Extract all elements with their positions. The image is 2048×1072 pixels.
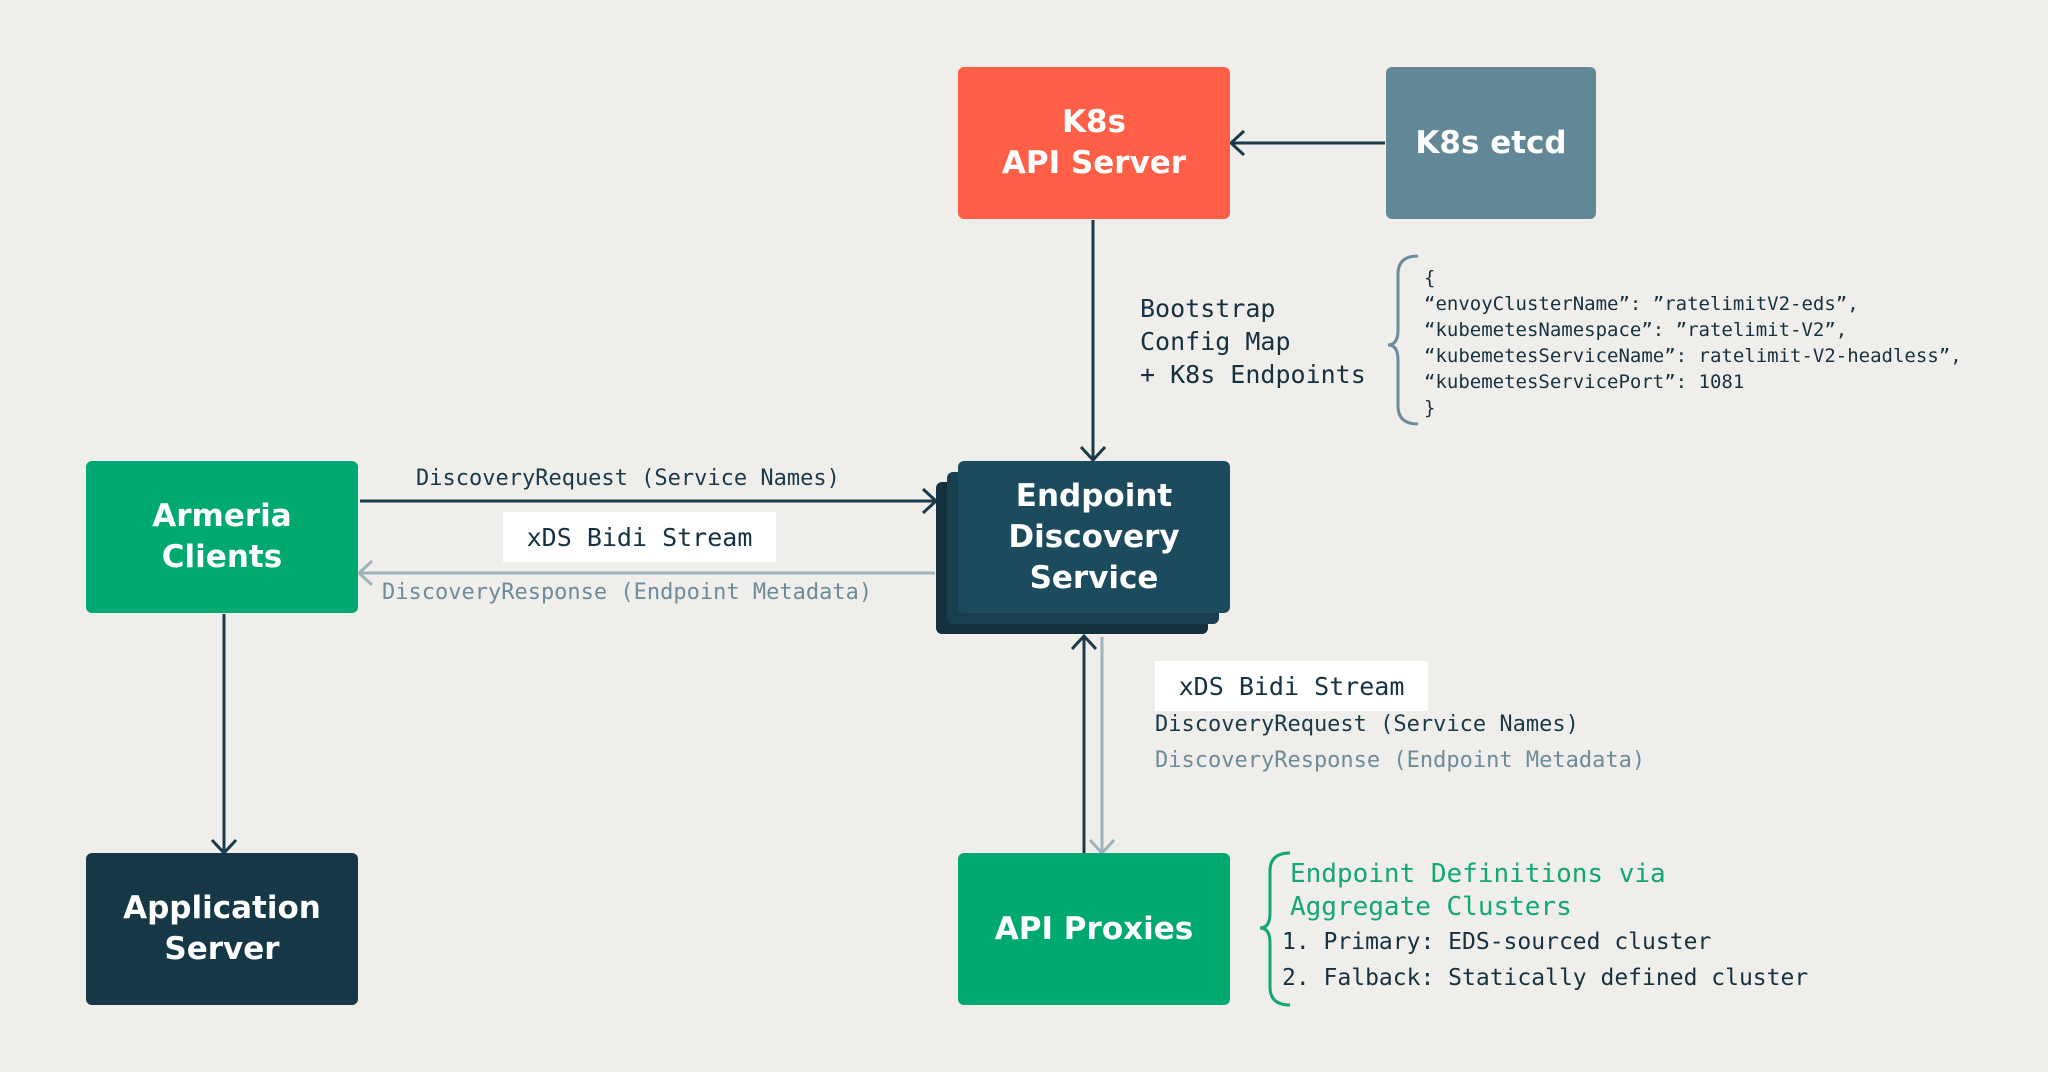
api-proxies-label: API Proxies bbox=[994, 910, 1194, 947]
json-line-3: “kubemetesNamespace”: ”ratelimit-V2”, bbox=[1424, 319, 1848, 341]
endpoint-definitions-title: Endpoint Definitions via Aggregate Clust… bbox=[1282, 858, 1808, 924]
armeria-clients-node: Armeria Clients bbox=[86, 461, 358, 613]
armeria-line-2: Clients bbox=[161, 539, 283, 575]
bootstrap-line-2: Config Map bbox=[1140, 327, 1291, 356]
proxy-request-arrowhead bbox=[1070, 633, 1098, 651]
etcd-to-api-server-arrowhead bbox=[1228, 129, 1246, 157]
json-line-2: “envoyClusterName”: ”ratelimitV2-eds”, bbox=[1424, 293, 1859, 315]
armeria-response-label: DiscoveryResponse (Endpoint Metadata) bbox=[382, 580, 873, 605]
bootstrap-config-label: Bootstrap Config Map + K8s Endpoints bbox=[1140, 292, 1366, 391]
bootstrap-line-1: Bootstrap bbox=[1140, 294, 1276, 323]
eds-line-2: Discovery bbox=[1008, 518, 1180, 555]
k8s-api-server-node: K8s API Server bbox=[958, 67, 1230, 219]
api-proxies-node: API Proxies bbox=[958, 853, 1230, 1005]
k8s-api-server-line-1: K8s bbox=[1061, 104, 1127, 140]
json-line-4: “kubemetesServiceName”: ratelimit-V2-hea… bbox=[1424, 345, 1962, 367]
endpoint-definitions-block: Endpoint Definitions via Aggregate Clust… bbox=[1282, 858, 1808, 995]
k8s-etcd-node: K8s etcd bbox=[1386, 67, 1596, 219]
json-line-5: “kubemetesServicePort”: 1081 bbox=[1424, 371, 1745, 393]
api-server-to-eds-arrowhead bbox=[1079, 445, 1107, 463]
bootstrap-line-3: + K8s Endpoints bbox=[1140, 360, 1366, 389]
endpoint-definition-item: 1. Primary: EDS-sourced cluster bbox=[1282, 929, 1712, 955]
endpoint-discovery-service-node: Endpoint Discovery Service bbox=[958, 461, 1230, 613]
endpoint-definition-item: 2. Falback: Statically defined cluster bbox=[1282, 965, 1809, 991]
armeria-line-1: Armeria bbox=[152, 498, 292, 534]
proxy-request-label: DiscoveryRequest (Service Names) bbox=[1155, 712, 1579, 737]
eds-line-3: Service bbox=[1029, 559, 1159, 596]
app-server-line-1: Application bbox=[123, 890, 321, 926]
proxy-response-label: DiscoveryResponse (Endpoint Metadata) bbox=[1155, 748, 1646, 773]
defs-title-line-2: Aggregate Clusters bbox=[1290, 892, 1572, 922]
armeria-request-label: DiscoveryRequest (Service Names) bbox=[416, 466, 840, 491]
json-line-6: } bbox=[1424, 397, 1436, 419]
defs-title-line-1: Endpoint Definitions via bbox=[1290, 859, 1666, 889]
application-server-node: Application Server bbox=[86, 853, 358, 1005]
k8s-etcd-label: K8s etcd bbox=[1415, 124, 1567, 161]
endpoint-definitions-brace bbox=[1259, 851, 1291, 1007]
proxy-stream-label: xDS Bidi Stream bbox=[1155, 661, 1428, 711]
k8s-api-server-line-2: API Server bbox=[1001, 145, 1187, 181]
config-json-block: { “envoyClusterName”: ”ratelimitV2-eds”,… bbox=[1424, 265, 1962, 421]
app-server-line-2: Server bbox=[164, 931, 280, 967]
json-line-1: { bbox=[1424, 267, 1436, 289]
armeria-stream-label: xDS Bidi Stream bbox=[503, 512, 776, 562]
config-json-brace bbox=[1387, 254, 1419, 426]
eds-line-1: Endpoint bbox=[1015, 477, 1173, 514]
armeria-response-arrowhead bbox=[356, 559, 374, 587]
